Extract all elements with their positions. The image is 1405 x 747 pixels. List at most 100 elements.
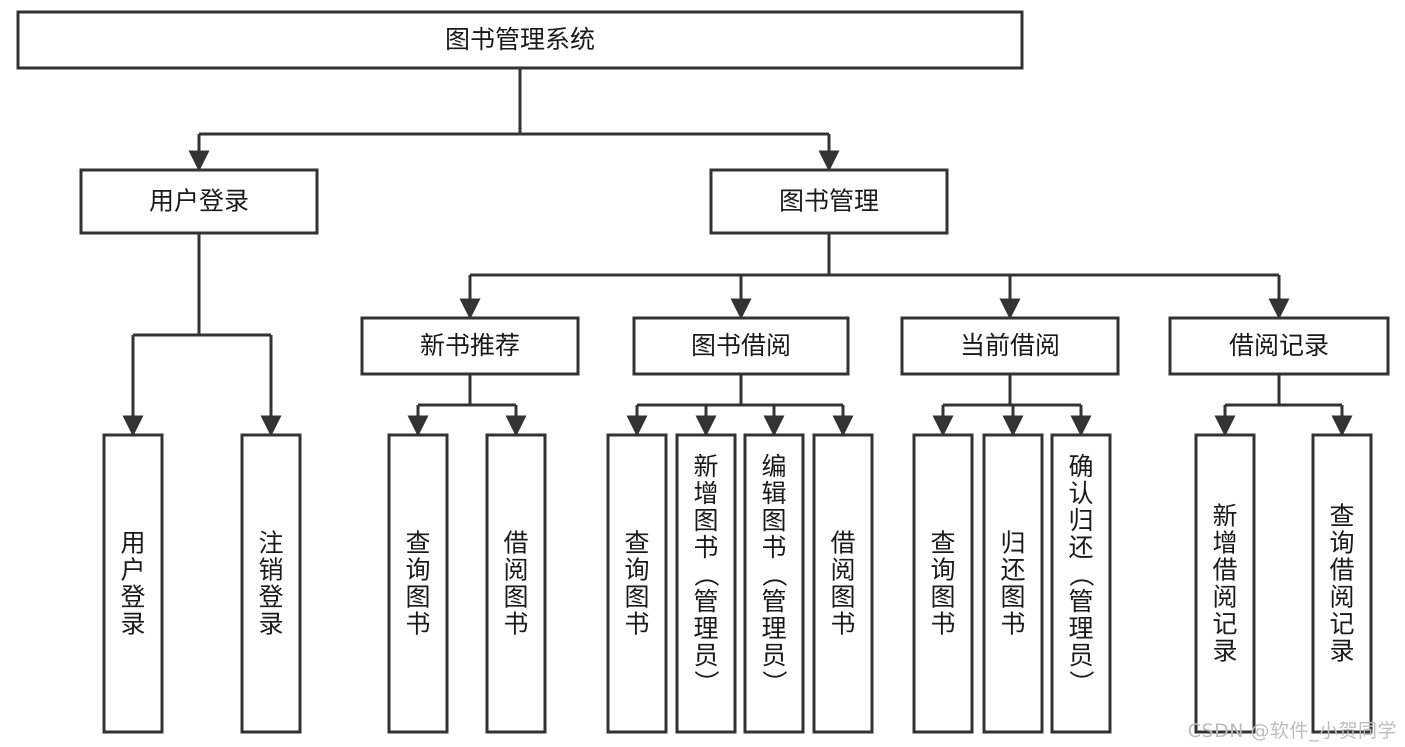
leaf-node-7-box — [743, 433, 805, 734]
svg-text:询: 询 — [624, 556, 649, 585]
svg-text:录: 录 — [258, 610, 283, 639]
leaf-node-1-box — [102, 433, 164, 734]
svg-text:图: 图 — [624, 583, 649, 612]
svg-text:新: 新 — [1212, 502, 1237, 531]
svg-text:归: 归 — [1000, 529, 1025, 558]
node-root-label: 图书管理系统 — [445, 25, 595, 54]
svg-text:书: 书 — [1000, 610, 1025, 639]
leaf-node-2-box — [240, 433, 302, 734]
svg-text:（: （ — [692, 562, 721, 587]
svg-text:借: 借 — [1212, 556, 1237, 585]
leaf-node-3-box — [387, 433, 449, 734]
svg-text:图: 图 — [503, 583, 528, 612]
connector-bookmgmt-to-level3 — [459, 233, 1290, 320]
svg-text:录: 录 — [1329, 637, 1354, 666]
svg-text:增: 增 — [1212, 529, 1237, 558]
svg-text:阅: 阅 — [1212, 583, 1237, 612]
node-layer: 图书管理系统用户登录图书管理新书推荐图书借阅当前借阅借阅记录用户登录注销登录查询… — [16, 10, 1390, 734]
svg-text:新: 新 — [693, 452, 718, 481]
svg-text:增: 增 — [693, 479, 718, 508]
leaf-node-1-label: 用户登录 — [120, 529, 145, 639]
svg-text:书: 书 — [624, 610, 649, 639]
node-level3-2[interactable]: 图书借阅 — [632, 316, 850, 376]
svg-text:书: 书 — [503, 610, 528, 639]
node-level3-1[interactable]: 新书推荐 — [360, 316, 580, 376]
node-level3-1-label: 新书推荐 — [420, 331, 520, 360]
node-level3-1-box — [360, 316, 580, 376]
svg-text:书: 书 — [405, 610, 430, 639]
node-level3-3[interactable]: 当前借阅 — [900, 316, 1120, 376]
connector-group-3 — [932, 374, 1092, 437]
svg-text:图: 图 — [761, 506, 786, 535]
node-level2-2-label: 图书管理 — [779, 187, 879, 216]
svg-text:查: 查 — [1329, 502, 1354, 531]
svg-text:录: 录 — [1212, 637, 1237, 666]
svg-text:书: 书 — [693, 533, 718, 562]
svg-text:理: 理 — [693, 614, 718, 643]
node-level3-3-box — [900, 316, 1120, 376]
svg-text:管: 管 — [761, 587, 786, 616]
node-level2-2-box — [709, 168, 949, 235]
svg-text:户: 户 — [120, 556, 145, 585]
leaf-node-1[interactable]: 用户登录 — [102, 433, 164, 734]
svg-text:图: 图 — [930, 583, 955, 612]
node-root[interactable]: 图书管理系统 — [16, 10, 1024, 70]
svg-text:阅: 阅 — [1329, 583, 1354, 612]
svg-text:询: 询 — [930, 556, 955, 585]
svg-text:阅: 阅 — [830, 556, 855, 585]
leaf-node-13-box — [1311, 433, 1373, 734]
svg-text:查: 查 — [405, 529, 430, 558]
svg-text:）: ） — [760, 670, 789, 695]
svg-text:注: 注 — [258, 529, 283, 558]
connector-userlogin-to-leaves — [122, 233, 282, 437]
svg-text:书: 书 — [830, 610, 855, 639]
svg-text:登: 登 — [258, 583, 283, 612]
svg-text:图: 图 — [693, 506, 718, 535]
connector-group-2 — [626, 374, 854, 437]
node-level3-2-label: 图书借阅 — [691, 331, 791, 360]
svg-text:用: 用 — [120, 529, 145, 558]
svg-text:认: 认 — [1068, 479, 1093, 508]
leaf-node-12-box — [1194, 433, 1256, 734]
svg-text:（: （ — [760, 562, 789, 587]
node-level3-4[interactable]: 借阅记录 — [1168, 316, 1390, 376]
connector-root-to-level2 — [188, 68, 840, 172]
node-level2-2[interactable]: 图书管理 — [709, 168, 949, 235]
svg-text:员: 员 — [1068, 641, 1093, 670]
leaf-node-11-box — [1050, 433, 1112, 734]
svg-text:理: 理 — [761, 614, 786, 643]
node-level3-2-box — [632, 316, 850, 376]
leaf-node-10-box — [982, 433, 1044, 734]
svg-text:管: 管 — [1068, 587, 1093, 616]
svg-text:图: 图 — [830, 583, 855, 612]
svg-text:记: 记 — [1329, 610, 1354, 639]
svg-text:记: 记 — [1212, 610, 1237, 639]
svg-text:销: 销 — [258, 556, 283, 585]
svg-text:）: ） — [692, 670, 721, 695]
leaf-node-5-box — [606, 433, 668, 734]
leaf-node-8-box — [812, 433, 874, 734]
node-level3-4-box — [1168, 316, 1390, 376]
node-level2-1[interactable]: 用户登录 — [79, 168, 319, 235]
svg-text:图: 图 — [405, 583, 430, 612]
